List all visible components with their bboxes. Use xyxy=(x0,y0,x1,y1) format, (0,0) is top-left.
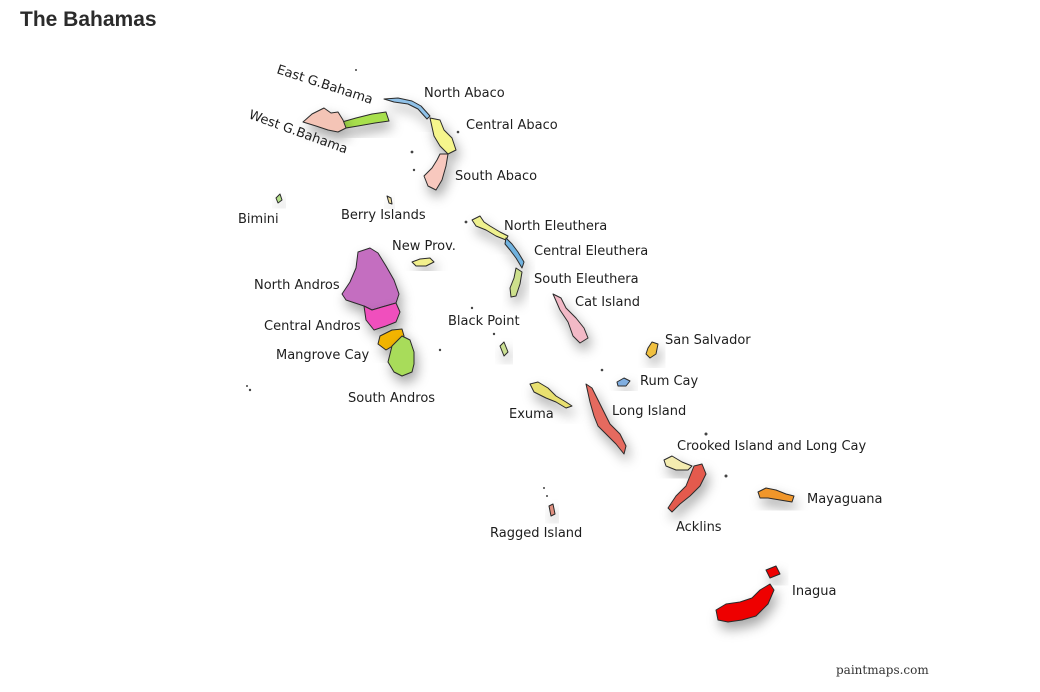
region-north-andros[interactable] xyxy=(341,247,400,311)
region-west-g-bahama[interactable] xyxy=(302,107,347,133)
label-berry-islands: Berry Islands xyxy=(341,208,426,223)
region-inagua[interactable] xyxy=(715,583,775,623)
label-east-g-bahama: East G.Bahama xyxy=(275,63,375,108)
region-north-eleuthera[interactable] xyxy=(471,215,509,241)
region-east-g-bahama[interactable] xyxy=(341,111,390,129)
label-black-point: Black Point xyxy=(448,314,520,329)
region-south-andros[interactable] xyxy=(387,335,415,377)
label-south-andros: South Andros xyxy=(348,391,435,406)
minor-cays xyxy=(246,69,728,497)
region-exuma[interactable] xyxy=(529,381,573,409)
label-ragged-island: Ragged Island xyxy=(490,526,582,541)
region-rum-cay[interactable] xyxy=(616,377,631,387)
inagua-little-island xyxy=(765,565,781,579)
region-ragged-island[interactable] xyxy=(548,503,556,517)
label-central-andros: Central Andros xyxy=(264,319,361,334)
label-long-island: Long Island xyxy=(612,404,686,419)
region-central-andros[interactable] xyxy=(363,302,401,331)
region-central-abaco[interactable] xyxy=(429,117,457,155)
region-crooked-island-and-long-cay[interactable] xyxy=(663,455,693,471)
label-san-salvador: San Salvador xyxy=(665,333,751,348)
label-new-providence: New Prov. xyxy=(392,239,456,254)
region-san-salvador[interactable] xyxy=(645,341,659,359)
region-south-abaco[interactable] xyxy=(423,153,449,191)
label-bimini: Bimini xyxy=(238,212,279,227)
label-exuma: Exuma xyxy=(509,407,554,422)
region-mayaguana[interactable] xyxy=(757,487,795,503)
credit-text: paintmaps.com xyxy=(836,663,929,677)
label-rum-cay: Rum Cay xyxy=(640,374,699,389)
region-north-abaco[interactable] xyxy=(383,97,431,120)
region-bimini[interactable] xyxy=(275,193,283,204)
label-mayaguana: Mayaguana xyxy=(807,492,883,507)
region-south-eleuthera[interactable] xyxy=(509,267,523,298)
label-central-eleuthera: Central Eleuthera xyxy=(534,244,648,259)
label-crooked-island-and-long-cay: Crooked Island and Long Cay xyxy=(677,439,867,454)
region-central-eleuthera[interactable] xyxy=(504,237,525,269)
label-central-abaco: Central Abaco xyxy=(466,118,558,133)
label-acklins: Acklins xyxy=(676,520,722,535)
region-cat-island[interactable] xyxy=(552,293,589,344)
label-inagua: Inagua xyxy=(792,584,837,599)
region-acklins[interactable] xyxy=(667,463,707,513)
map-title: The Bahamas xyxy=(20,8,157,31)
label-north-andros: North Andros xyxy=(254,278,340,293)
region-long-island[interactable] xyxy=(585,383,627,455)
region-berry-islands[interactable] xyxy=(386,195,393,205)
label-south-abaco: South Abaco xyxy=(455,169,537,184)
region-new-providence[interactable] xyxy=(411,257,435,267)
region-black-point[interactable] xyxy=(499,341,509,357)
label-cat-island: Cat Island xyxy=(575,295,640,310)
label-south-eleuthera: South Eleuthera xyxy=(534,272,639,287)
label-north-abaco: North Abaco xyxy=(424,86,505,101)
label-mangrove-cay: Mangrove Cay xyxy=(276,348,370,363)
label-north-eleuthera: North Eleuthera xyxy=(504,219,607,234)
